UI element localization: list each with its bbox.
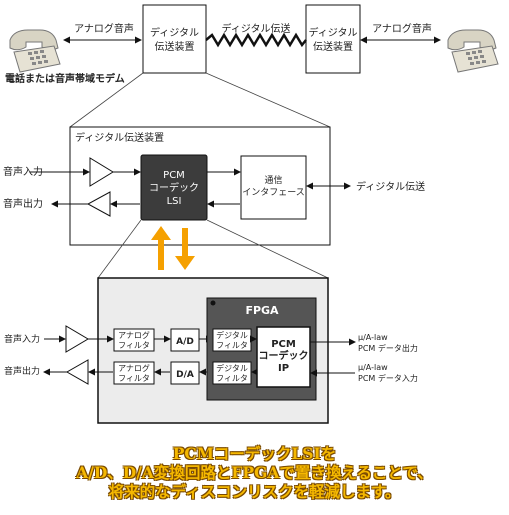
transmission-device-left-line2: 伝送装置 (155, 40, 195, 53)
middle-audio-out-label: 音声出力 (3, 197, 43, 210)
analog-audio-right-label: アナログ音声 (372, 22, 432, 35)
ad-converter-box (170, 328, 200, 352)
ip-line3: IP (278, 363, 289, 374)
analog-filter-input-box (113, 328, 155, 352)
bottom-output-amplifier-icon (65, 359, 89, 385)
pcm-codec-lsi-chip (140, 154, 208, 221)
dfilter-out-line1: デジタル (216, 363, 248, 373)
comm-interface-box (240, 155, 307, 220)
comm-line1: 通信 (264, 174, 282, 186)
analog-audio-left-label: アナログ音声 (74, 22, 134, 35)
transmission-device-left-box (142, 4, 207, 74)
dfilter-in-line1: デジタル (216, 330, 248, 340)
middle-audio-in-label: 音声入力 (3, 165, 43, 178)
telephone-right-icon (447, 29, 499, 73)
ip-line2: コーデック (259, 349, 309, 362)
caption-line3: 将来的なディスコンリスクを軽減します。 (108, 482, 401, 501)
input-amplifier-icon (89, 157, 114, 187)
middle-digital-tx-label: ディジタル伝送 (356, 180, 425, 193)
fpga-label: FPGA (245, 304, 279, 317)
da-label: D/A (176, 370, 194, 380)
pcm-in-line2: PCM データ入力 (358, 373, 418, 383)
pcm-codec-ip-box (256, 326, 311, 388)
caption-line1: PCMコーデックLSIを (172, 444, 337, 463)
transmission-device-right-line2: 伝送装置 (313, 40, 353, 53)
comm-line2: インタフェース (242, 187, 305, 198)
afilter-in-line2: フィルタ (118, 341, 150, 350)
pcm-in-line1: μ/A-law (358, 363, 388, 372)
afilter-out-line1: アナログ (118, 363, 150, 373)
bottom-audio-out-label: 音声出力 (4, 365, 40, 377)
ad-label: A/D (176, 337, 194, 347)
replacement-arrows-icon (151, 226, 195, 270)
transmission-device-left-line1: ディジタル (150, 26, 199, 39)
dfilter-out-line2: フィルタ (216, 374, 248, 383)
caption-line2: A/D、D/A変換回路とFPGAで置き換えることで、 (76, 463, 433, 482)
transmission-device-right-box (305, 4, 361, 74)
phone-caption: 電話または音声帯域モデム (5, 72, 125, 85)
digital-device-title: ディジタル伝送装置 (75, 131, 164, 144)
afilter-out-line2: フィルタ (118, 374, 150, 383)
bottom-audio-in-label: 音声入力 (4, 333, 40, 345)
afilter-in-line1: アナログ (118, 330, 150, 340)
telephone-left-icon (9, 29, 61, 73)
transmission-device-right-line1: ディジタル (308, 26, 357, 39)
summary-caption: PCMコーデックLSIを A/D、D/A変換回路とFPGAで置き換えることで、 … (0, 444, 509, 501)
digital-transmission-zigzag (205, 32, 307, 48)
ip-line1: PCM (271, 339, 296, 350)
lsi-line1: PCM (163, 170, 185, 181)
pcm-out-line1: μ/A-law (358, 333, 388, 342)
lsi-line2: コーデック (149, 181, 199, 194)
lsi-line3: LSI (167, 196, 182, 207)
pcm-out-line2: PCM データ出力 (358, 343, 418, 353)
dfilter-in-line2: フィルタ (216, 341, 248, 350)
bottom-input-amplifier-icon (65, 325, 89, 353)
digital-transmission-top-label: ディジタル伝送 (221, 22, 290, 35)
